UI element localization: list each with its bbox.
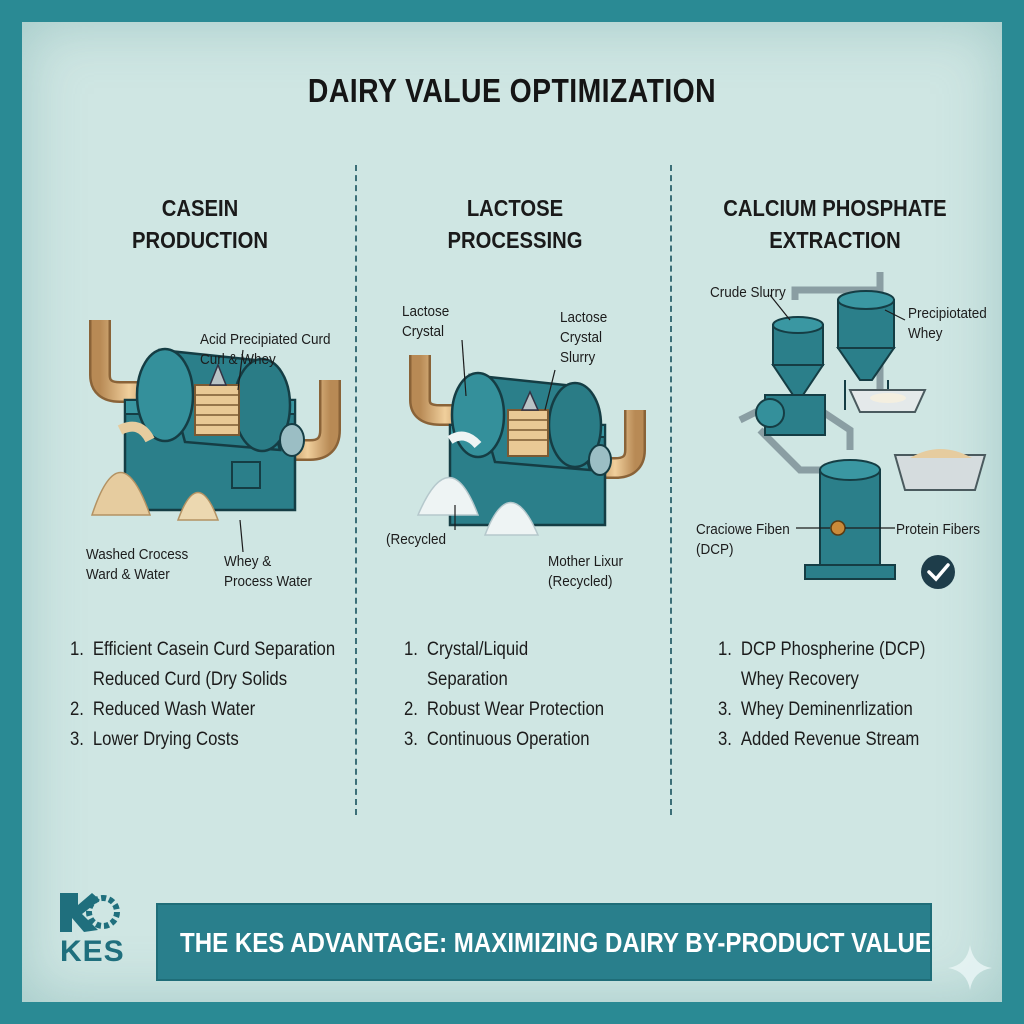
list-item: Reduced Curd (Dry Solids <box>92 669 288 690</box>
divider-right <box>670 165 672 815</box>
page-title: DAIRY VALUE OPTIMIZATION <box>307 72 717 109</box>
casein-label-top: Acid Precipiated Curd Curl & Whey <box>200 331 331 368</box>
list-item: 1.Efficient Casein Curd Separation <box>70 639 336 660</box>
check-circle-icon <box>921 555 955 589</box>
lactose-label-top-right: Lactose Crystal Slurry <box>560 309 608 366</box>
list-item: 2.Robust Wear Protection <box>404 699 605 720</box>
calcium-label-top-left: Crude Slurry <box>710 284 786 301</box>
list-item: 1.Crystal/Liquid <box>404 639 529 660</box>
calcium-label-top-right: Precipiotated Whey <box>908 305 987 342</box>
list-item: 3.Continuous Operation <box>404 729 590 750</box>
casein-label-right-bottom: Whey & Process Water <box>224 553 313 590</box>
list-item: Separation <box>426 669 508 690</box>
list-item: 3.Lower Drying Costs <box>70 729 239 750</box>
list-item: 3.Added Revenue Stream <box>718 729 920 750</box>
calcium-label-bottom-left: Craciowe Fiben (DCP) <box>696 521 790 558</box>
gear-icon <box>60 893 120 932</box>
advantage-banner: THE KES ADVANTAGE: MAXIMIZING DAIRY BY-P… <box>156 903 932 981</box>
casein-decanter <box>89 320 341 553</box>
lactose-benefits: 1.Crystal/Liquid Separation 2.Robust Wea… <box>404 635 633 755</box>
banner-text: THE KES ADVANTAGE: MAXIMIZING DAIRY BY-P… <box>180 927 931 958</box>
casein-benefits: 1.Efficient Casein Curd Separation Reduc… <box>70 635 352 755</box>
divider-left <box>355 165 357 815</box>
kes-logo: KES <box>60 935 125 968</box>
lactose-decanter <box>409 339 646 536</box>
list-item: Whey Recovery <box>740 669 859 690</box>
casein-label-left-bottom: Washed Crocess Ward & Water <box>86 546 189 583</box>
calcium-label-bottom-right: Protein Fibers <box>896 521 981 538</box>
calcium-plant <box>738 272 987 580</box>
list-item: 3.Whey Deminenrlization <box>718 699 913 720</box>
calcium-benefits: 1.DCP Phospherine (DCP) Whey Recovery 3.… <box>718 635 947 755</box>
sparkle-icon <box>948 945 992 990</box>
list-item: 2.Reduced Wash Water <box>70 699 256 720</box>
lactose-label-bottom-right: Mother Lixur (Recycled) <box>548 553 624 590</box>
lactose-label-top-left: Lactose Crystal <box>402 303 450 340</box>
lactose-label-bottom-left: (Recycled <box>386 531 447 548</box>
list-item: 1.DCP Phospherine (DCP) <box>718 639 926 660</box>
